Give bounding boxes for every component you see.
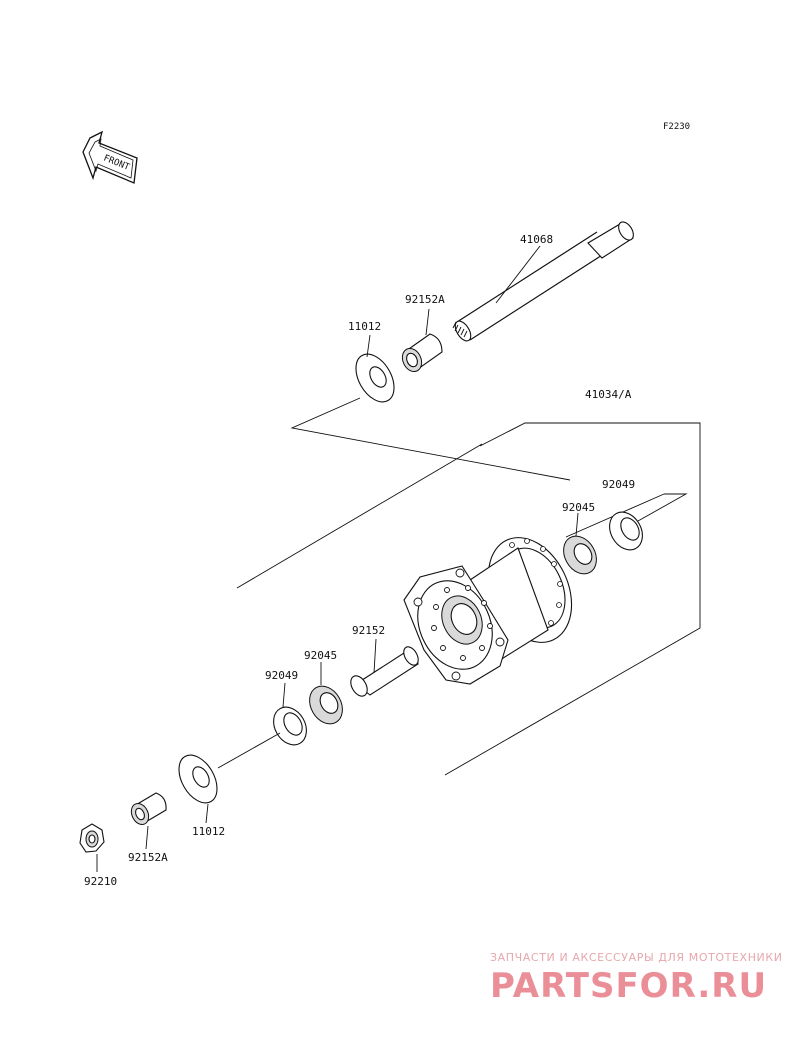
label-bearing-left: 92045: [304, 649, 337, 662]
label-seal-left: 92049: [265, 669, 298, 682]
label-bearing-right: 92045: [562, 501, 595, 514]
spacer: [350, 638, 419, 697]
label-axle: 41068: [520, 233, 553, 246]
wheel-hub: [403, 537, 573, 685]
label-washer-top: 11012: [348, 320, 381, 333]
axle: [452, 221, 634, 342]
watermark-logo: PARTSFOR.RU: [490, 966, 767, 1006]
washer-top: [355, 334, 395, 403]
washer-bottom: [178, 754, 218, 824]
seal-right: [609, 511, 643, 551]
collar-top: [401, 308, 443, 373]
bearing-right: [563, 512, 597, 575]
label-seal-right: 92049: [602, 478, 635, 491]
watermark-tagline: ЗАПЧАСТИ И АКСЕССУАРЫ ДЛЯ МОТОТЕХНИКИ: [490, 951, 783, 964]
label-collar-bottom: 92152A: [128, 851, 168, 864]
front-arrow-icon: FRONT: [82, 130, 138, 184]
label-nut: 92210: [84, 875, 117, 888]
watermark: ЗАПЧАСТИ И АКСЕССУАРЫ ДЛЯ МОТОТЕХНИКИ PA…: [490, 951, 783, 1006]
collar-bottom: [130, 792, 167, 850]
bearing-left: [309, 662, 343, 725]
seal-left: [273, 682, 307, 746]
reference-code: F2230: [663, 122, 690, 132]
axle-nut: [79, 823, 105, 872]
label-washer-bottom: 11012: [192, 825, 225, 838]
label-collar-top: 92152A: [405, 293, 445, 306]
label-hub-assy: 41034/A: [585, 388, 632, 401]
label-spacer: 92152: [352, 624, 385, 637]
